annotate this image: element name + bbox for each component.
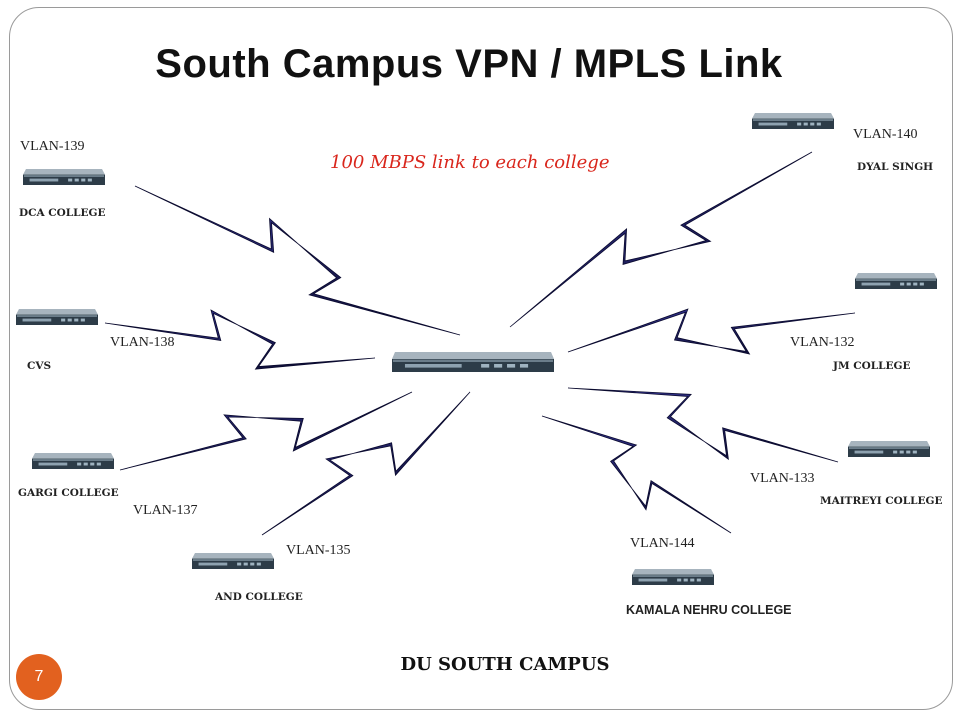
college-label-maitreyi: MAITREYI COLLEGE [820, 495, 943, 507]
vlan-label-kamala: VLAN-144 [630, 536, 695, 551]
college-label-dca: DCA COLLEGE [19, 207, 106, 219]
vlan-label-cvs: VLAN-138 [110, 335, 175, 350]
college-label-kamala: KAMALA NEHRU COLLEGE [626, 603, 792, 617]
page-title: South Campus VPN / MPLS Link [155, 42, 783, 86]
kamala-router-icon [632, 569, 714, 585]
college-label-and: AND COLLEGE [215, 591, 303, 603]
dca-router-icon [23, 169, 105, 185]
link-and [261, 391, 471, 536]
link-jm [567, 308, 856, 355]
page-number-badge: 7 [16, 654, 62, 700]
vlan-label-gargi: VLAN-137 [133, 503, 198, 518]
link-gargi [119, 391, 413, 471]
college-label-gargi: GARGI COLLEGE [18, 487, 119, 499]
vlan-label-and: VLAN-135 [286, 543, 351, 558]
vlan-label-jm: VLAN-132 [790, 335, 855, 350]
cvs-router-icon [16, 309, 98, 325]
campus-footer: DU SOUTH CAMPUS [400, 654, 610, 675]
college-label-jm: JM COLLEGE [833, 360, 911, 372]
link-dyal [509, 151, 813, 328]
vlan-label-dyal: VLAN-140 [853, 127, 918, 142]
gargi-router-icon [32, 453, 114, 469]
link-maitreyi [567, 387, 839, 463]
link-cvs [104, 309, 376, 370]
link-speed-note: 100 MBPS link to each college [330, 152, 610, 173]
college-label-cvs: CVS [27, 360, 52, 372]
dyal-router-icon [752, 113, 834, 129]
jm-router-icon [855, 273, 937, 289]
college-label-dyal: DYAL SINGH [857, 161, 934, 173]
vlan-label-dca: VLAN-139 [20, 139, 85, 154]
vlan-label-maitreyi: VLAN-133 [750, 471, 815, 486]
link-dca [134, 185, 461, 336]
and-router-icon [192, 553, 274, 569]
link-kamala [541, 415, 732, 534]
maitreyi-router-icon [848, 441, 930, 457]
hub-router-icon [392, 352, 554, 372]
